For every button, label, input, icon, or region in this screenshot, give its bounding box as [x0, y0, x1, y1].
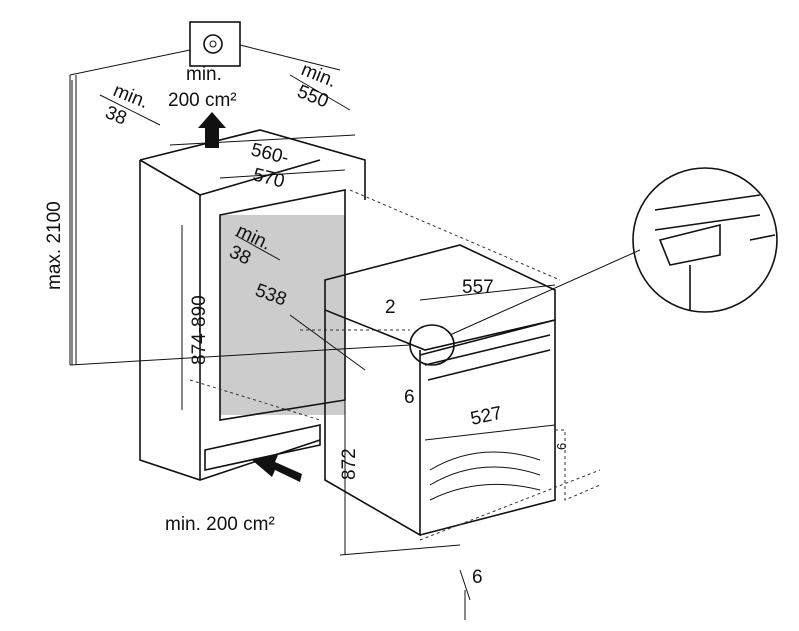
vent-bottom-area: min. 200 cm²	[165, 514, 275, 535]
appliance-width: 527	[469, 403, 504, 430]
side-gap-val: 38	[102, 102, 129, 129]
plinth-6: 6	[554, 443, 569, 450]
appliance-depth: 557	[462, 277, 494, 298]
max-height-label: max. 2100	[44, 201, 65, 290]
niche-height: 874-890	[189, 295, 210, 365]
bottom-6: 6	[472, 567, 483, 588]
vent-top-area: 200 cm²	[168, 90, 237, 111]
appliance-height: 872	[339, 448, 360, 480]
gap-2: 2	[385, 297, 396, 318]
airflow-up-arrow	[198, 112, 226, 148]
vent-grille-icon	[189, 21, 241, 67]
airflow-in-arrow	[252, 455, 302, 482]
vent-top-min: min.	[186, 64, 222, 85]
detail-magnifier	[449, 167, 778, 336]
width-b: 570	[251, 164, 287, 192]
cabinet-niche	[139, 129, 366, 481]
dishwasher-unit	[324, 244, 601, 541]
gap-6-front: 6	[404, 387, 415, 408]
